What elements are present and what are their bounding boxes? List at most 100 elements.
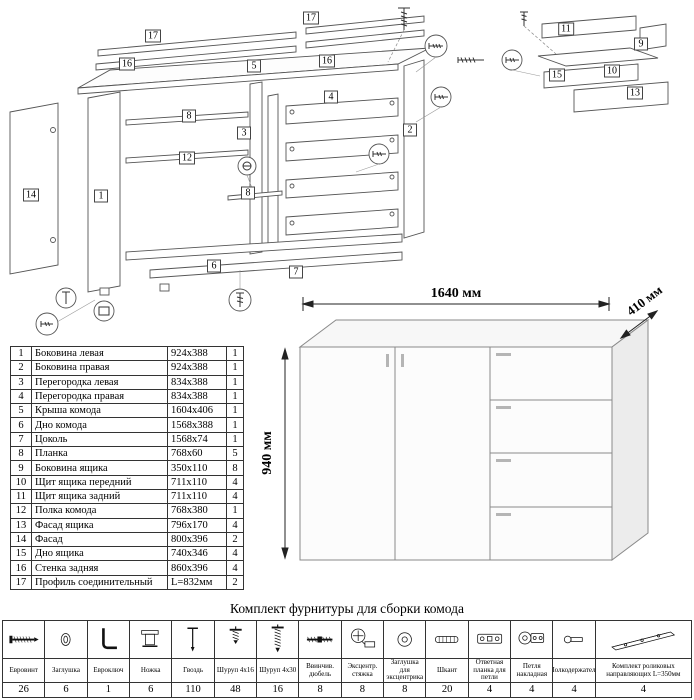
parts-cell-name: Перегородка правая [31, 388, 168, 405]
part-number-label: 15 [549, 68, 565, 82]
hardware-item: Полкодержатель4 [553, 621, 596, 697]
hardware-kit-title: Комплект фурнитуры для сборки комода [229, 601, 464, 616]
parts-cell-name: Цоколь [31, 431, 168, 448]
hardware-item-name: Комплект роликовых направляющих L=350мм [595, 659, 691, 683]
screw-short-icon [214, 621, 257, 659]
width-dimension-label: 1640 мм [431, 286, 482, 301]
parts-cell-size: 796x170 [167, 517, 227, 533]
part-number-label: 1 [94, 189, 108, 203]
hardware-item-name: Шкант [426, 659, 468, 683]
parts-cell-size: 1568x74 [167, 431, 227, 448]
hex-key-icon [87, 621, 130, 659]
hardware-item-qty: 4 [640, 684, 646, 695]
cap-icon [45, 621, 87, 659]
parts-cell-name: Полка комода [31, 503, 168, 519]
parts-cell-num: 17 [10, 574, 32, 591]
hardware-item-qty: 26 [18, 684, 29, 695]
shelf-pin-icon [553, 621, 595, 659]
parts-cell-size: 768x60 [167, 446, 227, 462]
hardware-item-name: Ввинчив. дюбель [299, 659, 341, 683]
parts-cell-num: 5 [10, 403, 32, 419]
parts-cell-num: 9 [10, 460, 32, 476]
dresser-lineart: 1640 мм 940 мм 410 мм [260, 282, 665, 561]
screw-long-icon [257, 621, 299, 659]
hardware-item-name: Евроключ [87, 659, 130, 683]
part-number-label: 9 [634, 37, 648, 51]
hinge-plate-icon [468, 621, 511, 659]
parts-cell-qty: 4 [226, 517, 244, 533]
parts-cell-qty: 1 [226, 345, 244, 362]
cam-cap-icon [384, 621, 426, 659]
parts-cell-qty: 8 [226, 460, 244, 476]
parts-cell-qty: 1 [226, 403, 244, 419]
confirmat-screw-icon [3, 621, 45, 659]
parts-cell-name: Щит ящика передний [31, 474, 168, 490]
dresser-drawing: 1640 мм 940 мм 410 мм [255, 282, 694, 587]
parts-cell-num: 4 [10, 388, 32, 405]
hardware-item-qty: 48 [230, 684, 241, 695]
height-dimension-label: 940 мм [260, 431, 275, 475]
hardware-item-qty: 20 [441, 684, 453, 695]
parts-cell-qty: 4 [226, 546, 244, 562]
parts-cell-size: 711x110 [167, 488, 227, 505]
parts-cell-name: Планка [31, 446, 168, 462]
hardware-item-name: Заглушка [45, 659, 87, 683]
parts-cell-num: 2 [10, 360, 32, 376]
parts-cell-num: 6 [10, 417, 32, 433]
part-number-label: 13 [627, 86, 643, 100]
part-number-label: 8 [241, 186, 255, 200]
part-number-label: 16 [319, 54, 335, 68]
parts-cell-qty: 5 [226, 446, 244, 462]
parts-cell-num: 16 [10, 560, 32, 576]
part-number-label: 17 [145, 29, 161, 43]
part-number-label: 11 [558, 22, 574, 36]
parts-cell-num: 14 [10, 531, 32, 548]
hardware-item-name: Эксцентр. стяжка [341, 659, 384, 683]
parts-cell-size: 924x388 [167, 360, 227, 376]
parts-cell-name: Боковина ящика [31, 460, 168, 476]
hinge-icon [511, 621, 553, 659]
parts-cell-num: 11 [10, 488, 32, 505]
parts-cell-size: 800x396 [167, 531, 227, 548]
parts-cell-qty: 1 [226, 388, 244, 405]
parts-cell-size: 740x346 [167, 546, 227, 562]
part-number-label: 3 [237, 126, 251, 140]
hardware-item-qty: 110 [185, 684, 201, 695]
parts-cell-qty: 2 [226, 574, 244, 591]
hardware-item-qty: 8 [402, 684, 408, 695]
hardware-item-qty: 4 [529, 684, 535, 695]
hardware-item-name: Петля накладная [511, 659, 553, 683]
part-number-label: 17 [303, 11, 319, 25]
parts-cell-num: 3 [10, 374, 32, 390]
parts-cell-qty: 1 [226, 374, 244, 390]
hardware-item-qty: 6 [63, 684, 69, 695]
parts-cell-name: Перегородка левая [31, 374, 168, 390]
parts-cell-name: Крыша комода [31, 403, 168, 419]
part-number-label: 14 [23, 188, 39, 202]
parts-cell-num: 8 [10, 446, 32, 462]
parts-cell-num: 10 [10, 474, 32, 490]
